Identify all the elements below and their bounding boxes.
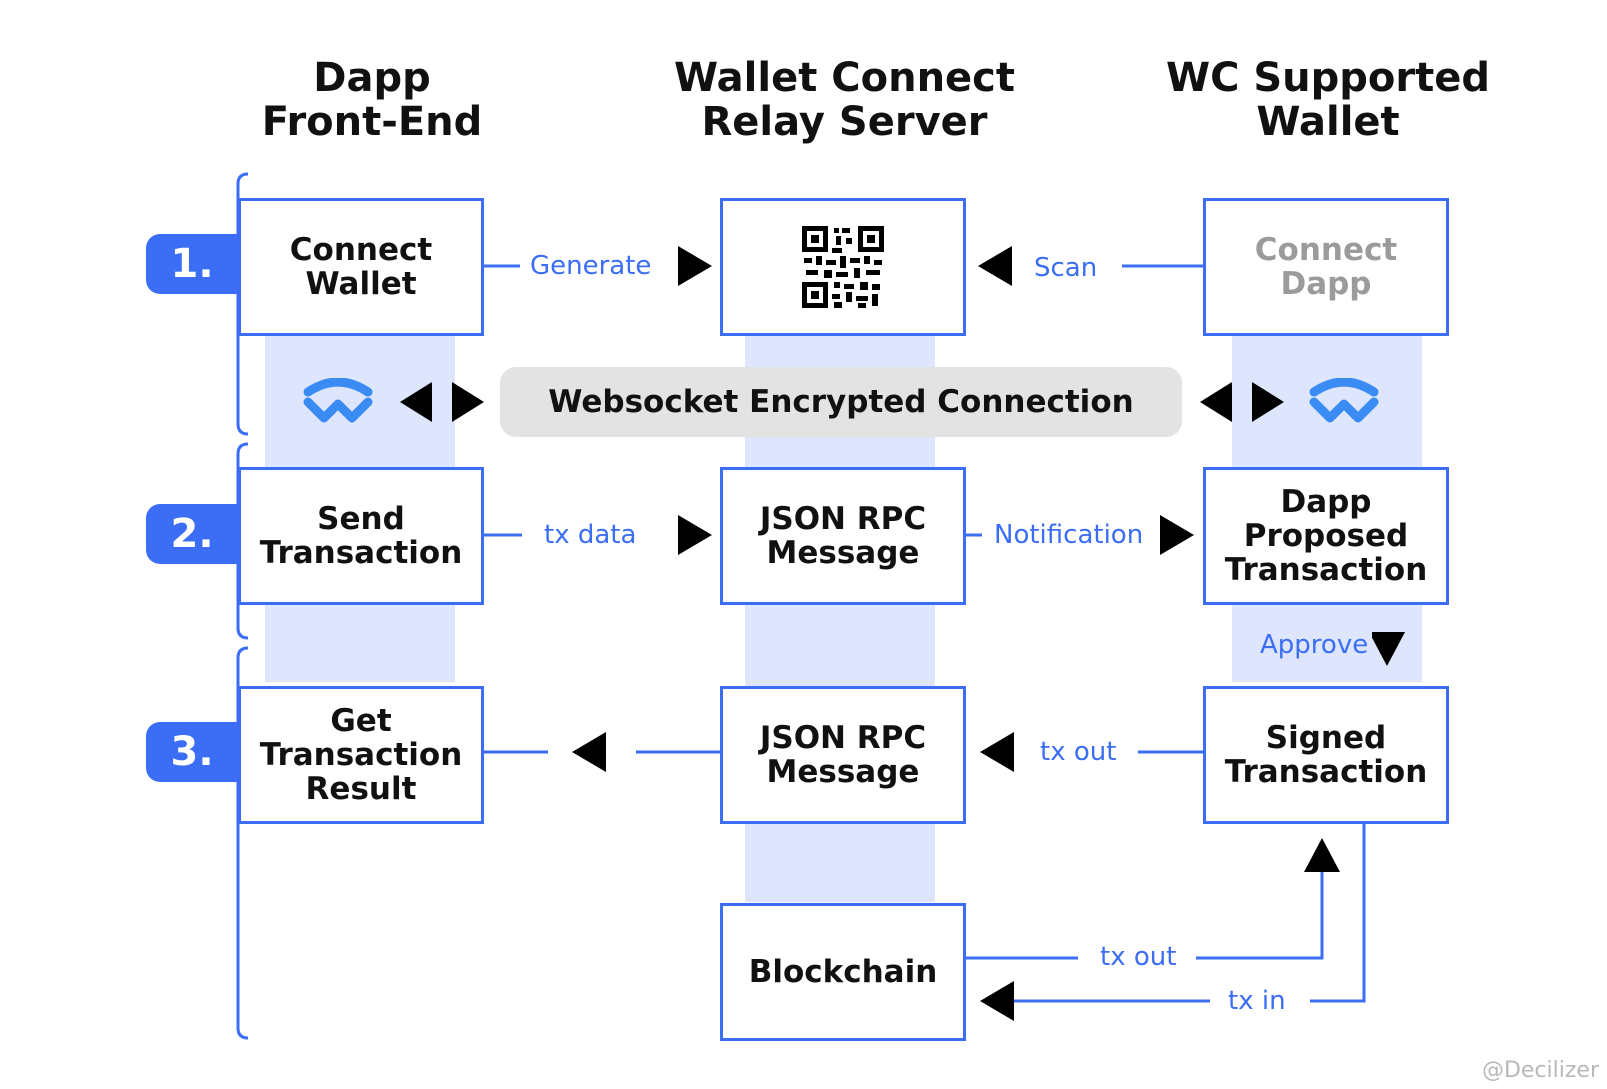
connect-wallet-box: Connect Wallet: [238, 198, 484, 336]
connect-dapp-label: Connect Dapp: [1254, 232, 1398, 302]
json-rpc-message-box-2: JSON RPC Message: [720, 686, 966, 824]
get-transaction-result-label: Get Transaction Result: [259, 703, 463, 807]
tx-out-label-2: tx out: [1096, 942, 1181, 972]
tx-in-label: tx in: [1224, 986, 1290, 1016]
column-title-wallet: WC Supported Wallet: [1148, 56, 1508, 144]
arrow-left-icon: [978, 246, 1012, 286]
dapp-proposed-transaction-box: Dapp Proposed Transaction: [1203, 467, 1449, 605]
arrow-left-icon: [572, 732, 606, 772]
column-title-dapp: Dapp Front-End: [252, 56, 492, 144]
dapp-proposed-transaction-label: Dapp Proposed Transaction: [1224, 484, 1428, 588]
generate-label: Generate: [526, 251, 656, 281]
arrow-right-icon: [1252, 382, 1284, 422]
signed-transaction-label: Signed Transaction: [1224, 720, 1428, 790]
step-3-bracket: [236, 646, 249, 1040]
connect-wallet-label: Connect Wallet: [289, 232, 433, 302]
arrow-right-icon: [678, 246, 712, 286]
walletconnect-logo-icon: [303, 378, 373, 423]
approve-label: Approve: [1256, 630, 1373, 660]
qr-code-box: [720, 198, 966, 336]
scan-label: Scan: [1030, 253, 1102, 283]
step-3-badge: 3.: [146, 722, 238, 782]
column-title-dapp-text: Dapp Front-End: [261, 55, 483, 145]
step-2-badge: 2.: [146, 504, 238, 564]
arrow-left-icon: [980, 732, 1014, 772]
connect-dapp-box: Connect Dapp: [1203, 198, 1449, 336]
tx-out-label-1: tx out: [1036, 737, 1121, 767]
websocket-label: Websocket Encrypted Connection: [548, 384, 1134, 420]
arrow-right-icon: [452, 382, 484, 422]
step-1-badge: 1.: [146, 234, 238, 294]
arrow-right-icon: [1160, 515, 1194, 555]
json-rpc-message-box-1: JSON RPC Message: [720, 467, 966, 605]
column-title-relay-text: Wallet Connect Relay Server: [673, 55, 1016, 145]
arrow-left-icon: [980, 981, 1014, 1021]
websocket-connection-pill: Websocket Encrypted Connection: [500, 367, 1182, 437]
notification-label: Notification: [990, 520, 1148, 550]
send-transaction-box: Send Transaction: [238, 467, 484, 605]
qr-code-icon: [802, 226, 884, 308]
column-title-wallet-text: WC Supported Wallet: [1165, 55, 1491, 145]
arrow-down-icon: [1369, 632, 1405, 666]
json-rpc-message-label-2: JSON RPC Message: [759, 720, 927, 790]
column-title-relay: Wallet Connect Relay Server: [672, 56, 1017, 144]
blockchain-label: Blockchain: [748, 954, 938, 990]
send-transaction-label: Send Transaction: [259, 501, 463, 571]
blockchain-box: Blockchain: [720, 903, 966, 1041]
signed-transaction-box: Signed Transaction: [1203, 686, 1449, 824]
watermark: @Decilizer: [1481, 1058, 1599, 1083]
arrow-up-icon: [1304, 838, 1340, 872]
tx-data-label: tx data: [540, 520, 641, 550]
arrow-right-icon: [678, 515, 712, 555]
arrow-left-icon: [400, 382, 432, 422]
json-rpc-message-label-1: JSON RPC Message: [759, 501, 927, 571]
arrow-left-icon: [1200, 382, 1232, 422]
get-transaction-result-box: Get Transaction Result: [238, 686, 484, 824]
walletconnect-logo-icon: [1309, 378, 1379, 423]
